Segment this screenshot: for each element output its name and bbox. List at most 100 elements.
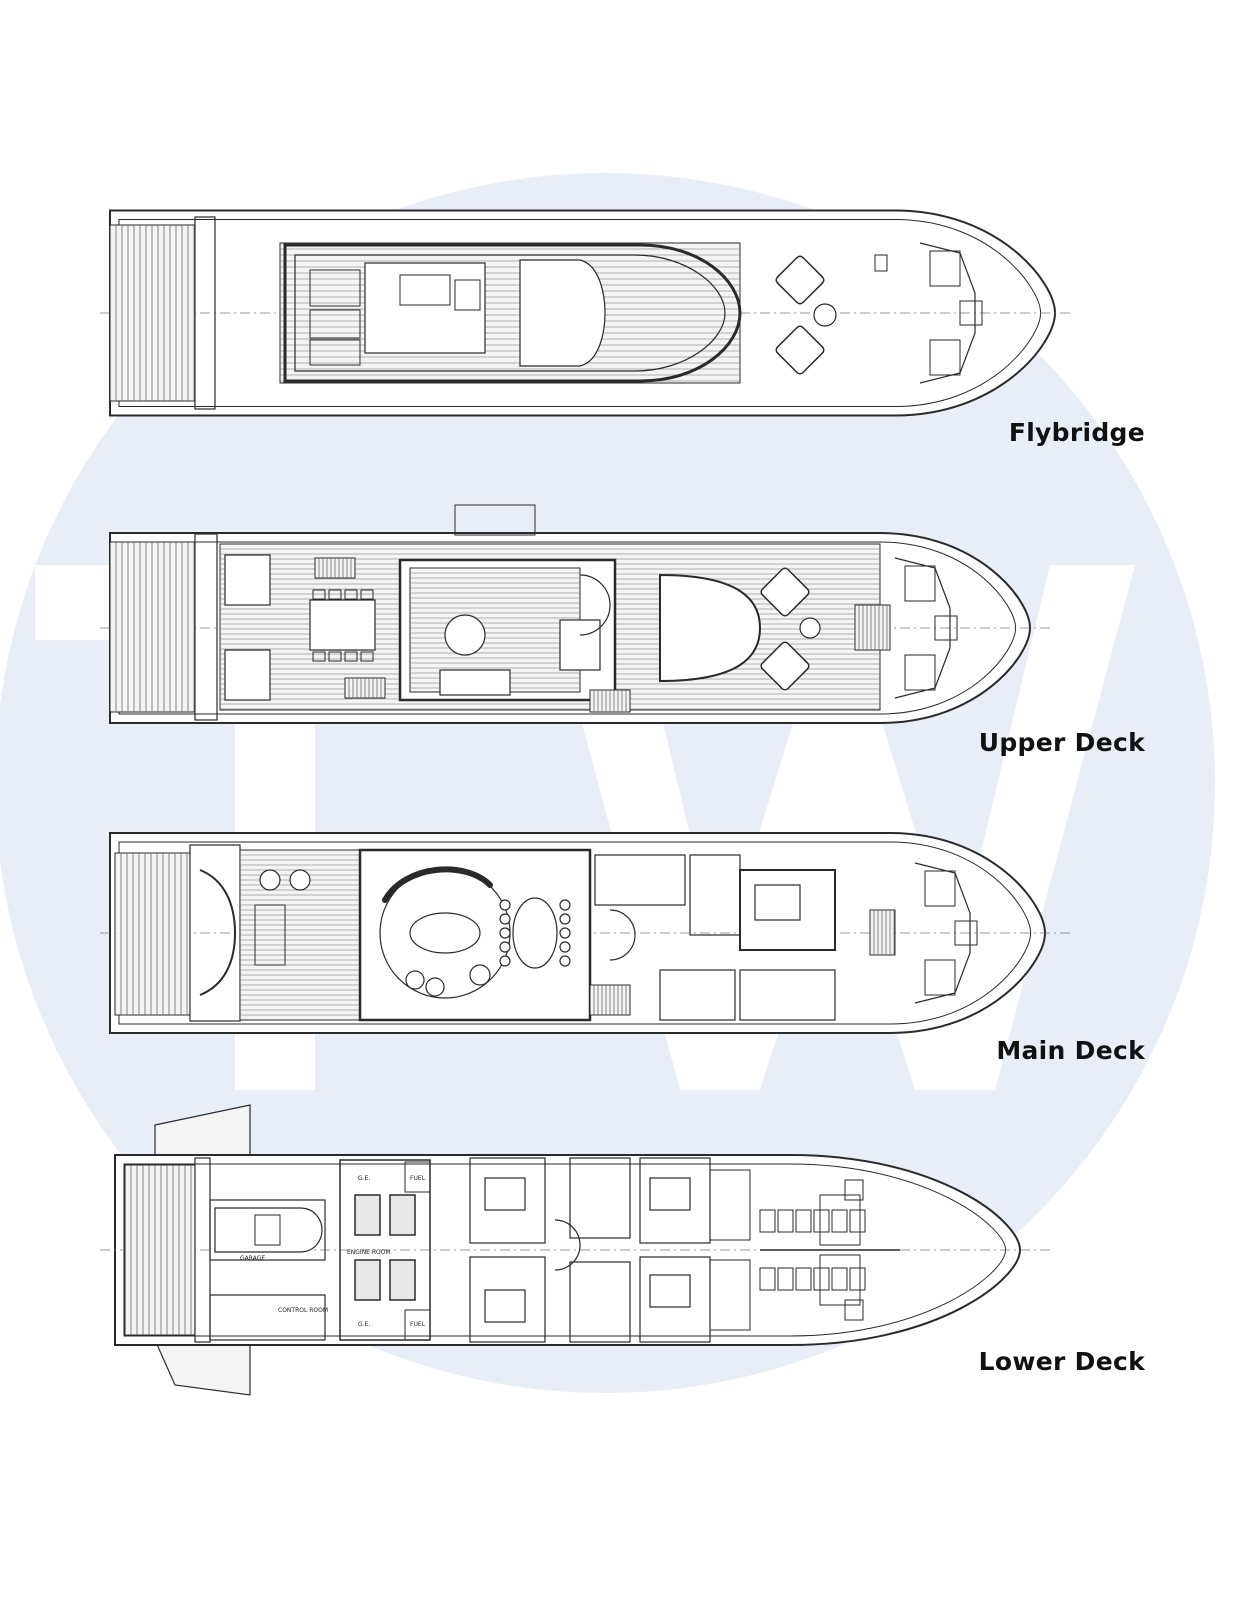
flybridge-swim-platform [109, 224, 196, 402]
lower-crew-cabin-2 [819, 1254, 861, 1306]
main-aft-cushions [254, 904, 286, 966]
main-deck-label: Main Deck [996, 1036, 1145, 1065]
lower-label-control-room: CONTROL ROOM [278, 1307, 328, 1314]
lower-crew-head-2 [844, 1299, 864, 1321]
lower-tender-console [254, 1214, 281, 1246]
upper-bow-seating [894, 557, 958, 699]
main-aft-table-2 [289, 869, 311, 891]
lower-deck-label: Lower Deck [978, 1347, 1145, 1376]
lower-deck-plan: ENGINE ROOM CONTROL ROOM FUEL FUEL G.E. G.E. G… [100, 1100, 1080, 1396]
lower-fuel-2 [404, 1309, 431, 1341]
main-galley [594, 854, 686, 906]
lower-control-room [209, 1294, 326, 1341]
lower-label-fuel: FUEL [410, 1175, 426, 1182]
upper-spiral-stair [579, 574, 611, 636]
lower-side-platform-top [154, 1104, 251, 1161]
lower-label-fuel: FUEL [410, 1321, 426, 1328]
lower-spiral-stair [554, 1219, 581, 1271]
main-aft-table-1 [259, 869, 281, 891]
main-bow-seating [914, 862, 978, 1004]
flybridge-sunbed-3 [309, 339, 361, 366]
flybridge-sunpad-1 [775, 255, 825, 305]
upper-deck-label: Upper Deck [978, 728, 1145, 757]
lower-bed-3 [649, 1177, 691, 1211]
upper-coffee-table [444, 614, 486, 656]
lower-label-ge: G.E. [358, 1321, 370, 1328]
lower-engine-4 [389, 1259, 416, 1301]
upper-sunpad-1 [760, 567, 810, 617]
flybridge-lounge [364, 262, 486, 354]
main-dining-table [512, 897, 558, 969]
main-crew-area [659, 969, 736, 1021]
upper-round-table [799, 617, 821, 639]
main-deck-plan [100, 825, 1080, 1085]
lower-bed-1 [484, 1177, 526, 1211]
main-bow-stairs [869, 909, 896, 956]
main-armchair-2 [425, 977, 445, 997]
flybridge-hardtop [283, 243, 742, 383]
main-owner-bath [739, 969, 836, 1021]
upper-aft-sofa-2 [224, 649, 271, 701]
main-aft-sofa [199, 869, 237, 996]
upper-bow-stairs [854, 604, 891, 651]
flybridge-hatch [874, 254, 888, 272]
upper-stairs-2 [344, 677, 386, 699]
lower-cabin-4 [569, 1261, 631, 1343]
flybridge-sunbed-2 [309, 309, 361, 339]
lower-crew-galley [709, 1259, 751, 1331]
main-spiral-stair [609, 909, 636, 961]
lower-crew-head-1 [844, 1179, 864, 1201]
lower-label-ge: G.E. [358, 1175, 370, 1182]
flybridge-bar [454, 279, 481, 311]
main-armchair-3 [469, 964, 491, 986]
lower-cabin-2 [469, 1256, 546, 1343]
main-coffee-table [409, 912, 481, 954]
lower-engine-1 [354, 1194, 381, 1236]
lower-cabin-3 [569, 1157, 631, 1239]
lower-fuel-1 [404, 1161, 431, 1193]
upper-transom [194, 533, 218, 721]
lower-cabin-1 [469, 1157, 546, 1244]
lower-side-platform-bottom [154, 1339, 251, 1396]
lower-engine-room [339, 1159, 431, 1341]
flybridge-transom [194, 216, 216, 410]
flybridge-table [399, 274, 451, 306]
flybridge-label: Flybridge [1008, 418, 1145, 447]
upper-bar [559, 619, 601, 671]
flybridge-round-table [813, 303, 837, 327]
flybridge-sunbed-1 [309, 269, 361, 307]
upper-sunpad-2 [760, 641, 810, 691]
lower-bed-4 [649, 1274, 691, 1308]
flybridge-plan [100, 205, 1080, 465]
lower-bed-2 [484, 1289, 526, 1323]
main-stairs [589, 984, 631, 1016]
lower-garage [209, 1199, 326, 1261]
main-owner-suite [739, 869, 836, 951]
lower-label-garage: GARAGE [240, 1255, 265, 1262]
lower-swim-platform [124, 1164, 196, 1336]
flybridge-bow-seating [919, 242, 983, 384]
lower-engine-2 [389, 1194, 416, 1236]
flybridge-deck-planking [279, 242, 741, 384]
upper-aft-sofa-1 [224, 554, 271, 606]
upper-helm-station [659, 573, 762, 683]
upper-deck-plan [100, 500, 1080, 760]
upper-swim-platform [109, 541, 196, 713]
main-armchair-1 [405, 970, 425, 990]
lower-tender [214, 1207, 323, 1253]
upper-stairs-1 [314, 557, 356, 579]
upper-sofa [439, 669, 511, 696]
flybridge-helm-console [519, 259, 606, 367]
lower-engine-3 [354, 1259, 381, 1301]
lower-label-engine-room: ENGINE ROOM [347, 1249, 391, 1256]
upper-mast [454, 504, 536, 536]
upper-dining-table [309, 599, 376, 651]
lower-crew-cabin-1 [819, 1194, 861, 1246]
flybridge-sunpad-2 [775, 325, 825, 375]
main-owner-bed [754, 884, 801, 921]
main-hull-inner [118, 841, 1032, 1025]
main-curved-sofa [382, 866, 493, 903]
main-swim-platform [114, 852, 191, 1016]
upper-stairs-3 [589, 689, 631, 713]
